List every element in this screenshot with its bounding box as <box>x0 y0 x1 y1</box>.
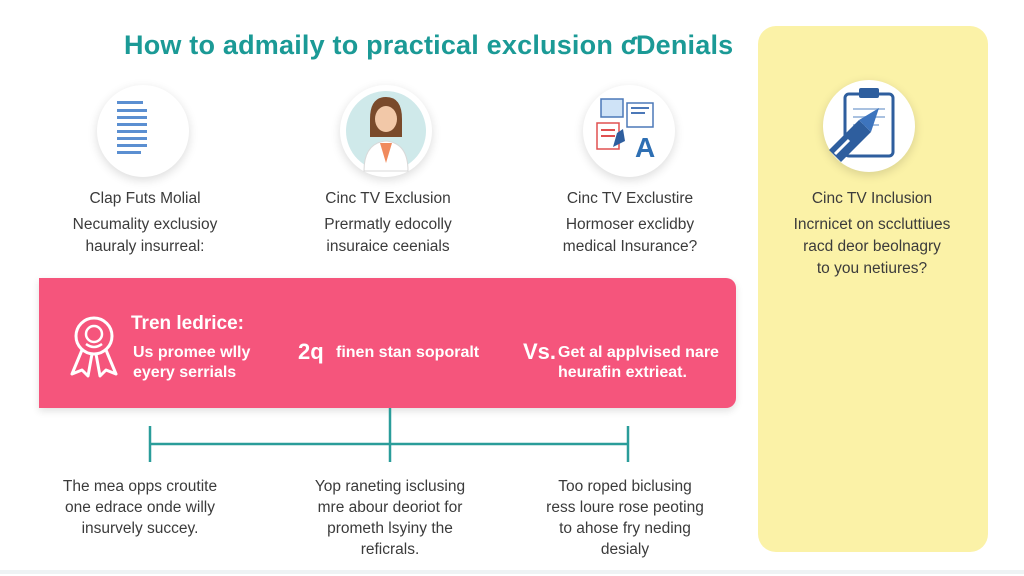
bottom-line: reficrals. <box>360 541 420 558</box>
column-1-text: Clap Futs Molial Necumality exclusioy ha… <box>35 188 255 258</box>
column-line: hauraly insurreal: <box>85 238 205 255</box>
band-middle-text: finen stan soporalt <box>336 344 480 361</box>
badge-ribbon-icon <box>70 316 118 378</box>
bottom-text-3: Too roped biclusing ress loure rose peot… <box>515 476 735 560</box>
bottom-line: one edrace onde willy <box>65 499 215 516</box>
column-line: Necumality exclusioy <box>72 216 218 233</box>
column-2-text: Cinc TV Exclusion Prermatly edocolly ins… <box>278 188 498 258</box>
bottom-line: to ahose fry neding <box>559 520 691 537</box>
svg-text:A: A <box>635 132 655 163</box>
column-3-text: Cinc TV Exclustire Hormoser exclidby med… <box>520 188 740 258</box>
bottom-line: Yop raneting isclusing <box>314 478 466 495</box>
forms-letter-a-icon: A <box>583 85 675 177</box>
band-heading: Tren ledrice: <box>131 313 244 334</box>
bottom-line: desialy <box>600 541 650 558</box>
bottom-line: insurvely succey. <box>81 520 199 537</box>
doctor-avatar-icon <box>340 85 432 177</box>
column-line: insuraice ceenials <box>326 238 450 255</box>
column-line: to you netiures? <box>816 260 928 277</box>
band-right-line: heurafin extrieat. <box>558 364 687 381</box>
band-right-prefix: Vs. <box>523 339 557 364</box>
bottom-line: Too roped biclusing <box>558 478 692 495</box>
column-4-text: Cinc TV Inclusion Incrnicet on sccluttiu… <box>762 188 982 280</box>
column-line: racd deor beolnagry <box>803 238 941 255</box>
band-left-line: eyery serrials <box>133 364 237 381</box>
bottom-line: prometh lsyiny the <box>327 520 453 537</box>
document-list-icon <box>97 85 189 177</box>
page-title: How to admaily to practical exclusion ƈD… <box>124 30 734 60</box>
column-heading: Cinc TV Exclustire <box>566 190 694 207</box>
bottom-text-2: Yop raneting isclusing mre abour deoriot… <box>280 476 500 560</box>
column-line: Incrnicet on sccluttiues <box>793 216 951 233</box>
bottom-line: The mea opps croutite <box>62 478 218 495</box>
bottom-text-1: The mea opps croutite one edrace onde wi… <box>30 476 250 539</box>
column-line: Hormoser exclidby <box>565 216 695 233</box>
bottom-line: ress loure rose peoting <box>546 499 704 516</box>
clipboard-pen-icon <box>823 80 915 172</box>
footer-divider <box>0 570 1024 574</box>
column-line: medical Insurance? <box>562 238 698 255</box>
band-right-line: Get al applvised nare <box>558 344 719 361</box>
highlight-band <box>39 278 736 408</box>
band-middle-prefix: 2q <box>298 339 324 364</box>
column-heading: Cinc TV Inclusion <box>811 190 933 207</box>
band-left-line: Us promee wlly <box>133 344 251 361</box>
column-line: Prermatly edocolly <box>324 216 452 233</box>
column-heading: Cinc TV Exclusion <box>325 190 451 207</box>
column-heading: Clap Futs Molial <box>89 190 201 207</box>
bottom-line: mre abour deoriot for <box>317 499 463 516</box>
